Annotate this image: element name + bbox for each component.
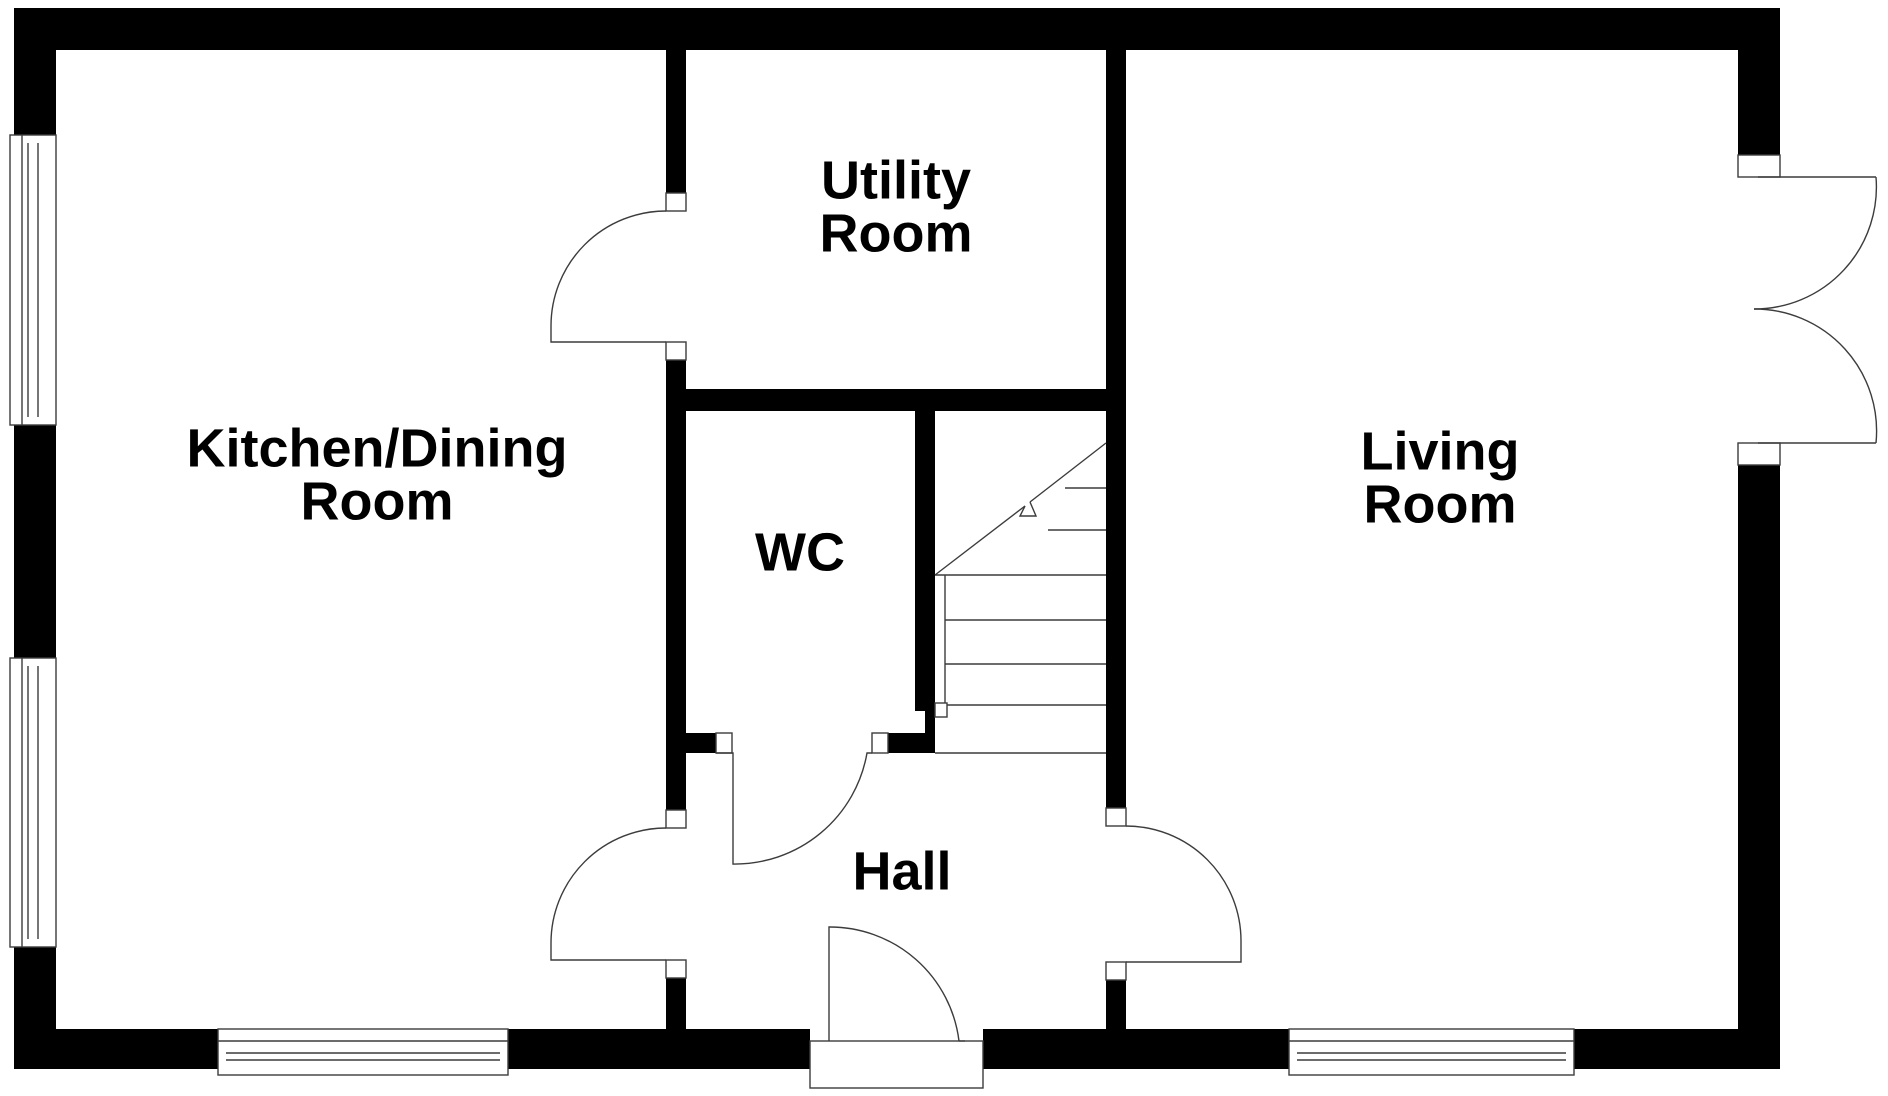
living-room-label-line1: Living xyxy=(1361,421,1520,481)
door-jambs xyxy=(665,154,1781,981)
exterior-walls xyxy=(14,8,1780,1069)
room-labels: Kitchen/Dining Room Utility Room WC Livi… xyxy=(187,150,1520,901)
utility-room-label-line1: Utility xyxy=(821,150,971,210)
utility-room-label-line2: Room xyxy=(820,203,973,263)
living-room-label-line2: Room xyxy=(1364,474,1517,534)
kitchen-dining-label-line2: Room xyxy=(301,471,454,531)
hall-label: Hall xyxy=(852,841,951,901)
wc-label: WC xyxy=(755,522,845,582)
interior-walls xyxy=(666,50,1126,1029)
doors xyxy=(550,176,1878,1089)
windows xyxy=(9,134,1575,1076)
staircase xyxy=(934,442,1107,754)
kitchen-dining-label-line1: Kitchen/Dining xyxy=(187,418,568,478)
